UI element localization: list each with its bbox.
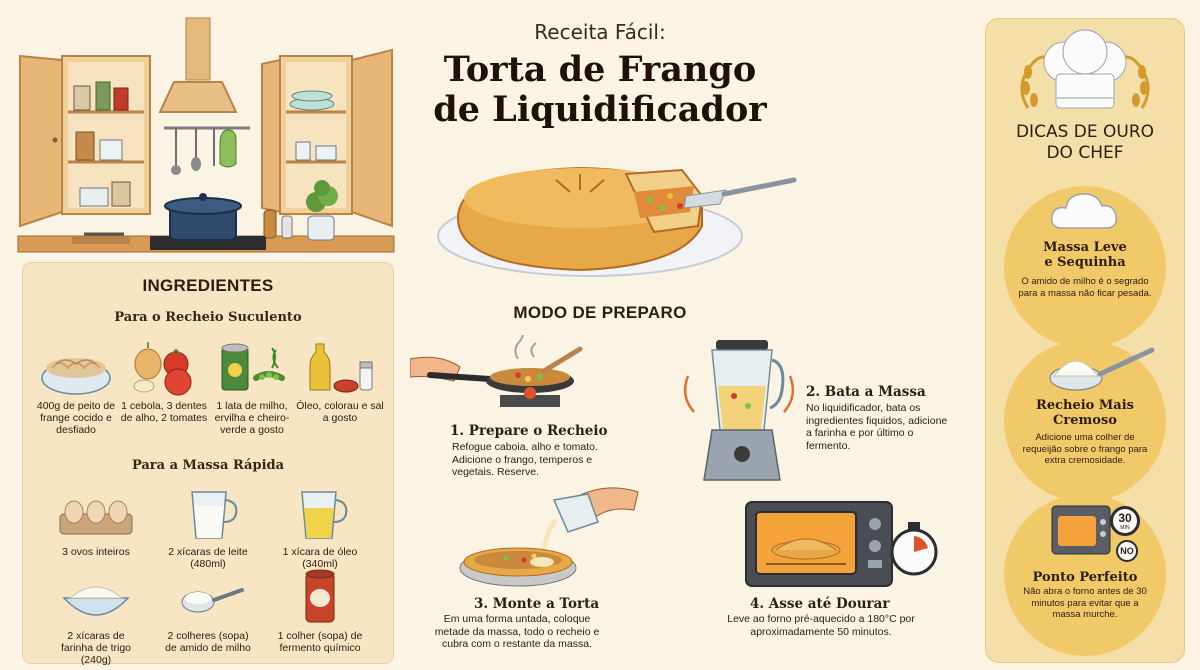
title-line-1: Torta de Frango (443, 49, 757, 90)
oven-timer-icon (745, 501, 938, 587)
ingredients-title: INGREDIENTES (142, 276, 274, 295)
chef-hat-icon (1020, 29, 1150, 109)
step-1-title: 1. Prepare o Recheio (450, 423, 608, 439)
tip-2-desc: Adicione uma colher de requeijão sobre o… (1022, 432, 1148, 466)
page-title: Torta de Frango de Liquidificador (420, 50, 780, 130)
cloud-icon (1050, 193, 1118, 229)
chef-tips-title-line1: DICAS DE OURO (1015, 122, 1155, 142)
onion-tomato-icon (133, 342, 192, 396)
no-badge: NO (1116, 540, 1138, 562)
dough-subtitle: Para a Massa Rápida (131, 458, 285, 473)
filling-item: 1 lata de milho, ervilha e cheiro-verde … (206, 338, 298, 436)
milk-cup-icon (191, 491, 238, 539)
filling-item: 1 cebola, 3 dentes de alho, 2 tomates (118, 338, 210, 424)
tip-3-title: Ponto Perfeito (1000, 570, 1170, 585)
tip-2-title-line2: Cremoso (1053, 413, 1117, 428)
tip-3-title-line1: Ponto Perfeito (1032, 570, 1138, 585)
dough-item: 2 xícaras de leite (480ml) (162, 484, 254, 570)
baking-powder-can-icon (305, 569, 335, 623)
blender-icon (683, 340, 795, 481)
timer-number: 30 (1118, 511, 1132, 525)
dough-item: 1 xícara de óleo (340ml) (274, 484, 366, 570)
step-4-title: 4. Asse até Dourar (750, 596, 890, 612)
dough-item-label: 1 xícara de óleo (340ml) (282, 546, 358, 570)
timer-badge: 30 MIN (1110, 506, 1140, 536)
dough-item: 1 colher (sopa) de fermento químico (274, 568, 366, 654)
chicken-pie-illustration (437, 166, 797, 277)
dough-item-label: 3 ovos inteiros (62, 546, 130, 558)
oil-cup-icon (301, 491, 348, 539)
kitchen-illustration (17, 17, 395, 253)
frying-pan-icon (410, 335, 583, 407)
dough-item: 2 colheres (sopa) de amido de milho (162, 568, 254, 654)
chef-tips-title: DICAS DE OURO DO CHEF (990, 122, 1180, 164)
oven-small-icon (1051, 505, 1111, 555)
step-3-title: 3. Monte a Torta (474, 596, 600, 612)
filling-subtitle: Para o Recheio Suculento (114, 310, 302, 325)
tip-1-title-line2: e Sequinha (1044, 255, 1126, 270)
title-line-2: de Liquidificador (433, 89, 767, 130)
chef-tips-title-line2: DO CHEF (1046, 143, 1124, 163)
filling-item: Óleo, colorau e sal a gosto (294, 338, 386, 424)
filling-item-label: 1 lata de milho, ervilha e cheiro-verde … (214, 400, 290, 436)
step-2-title: 2. Bata a Massa (806, 384, 926, 400)
filling-item: 400g de peito de frange cocido e desfiad… (30, 338, 122, 436)
filling-item-label: 1 cebola, 3 dentes de alho, 2 tomates (120, 400, 208, 424)
timer-unit: MIN (1120, 525, 1130, 531)
dough-item-label: 2 xícaras de leite (480ml) (168, 546, 248, 570)
cream-spoon-icon (1049, 347, 1155, 391)
tip-1-desc: O amido de milho é o segrado para a mass… (1018, 276, 1152, 299)
tip-1-title-line1: Massa Leve (1043, 240, 1127, 255)
dough-item-label: 1 colher (sopa) de fermento químico (277, 630, 363, 654)
tip-3-desc: Não abra o forno antes de 30 minutos par… (1023, 586, 1147, 620)
corn-peas-can-icon (221, 343, 285, 391)
dough-item: 2 xícaras de farinha de trigo (240g) (50, 568, 142, 666)
step-2-desc: No liquidificador, bata os ingredientes … (806, 402, 948, 452)
cornstarch-spoon-icon (181, 588, 244, 613)
flour-bowl-icon (62, 586, 130, 616)
method-title: MODO DE PREPARO (513, 303, 687, 322)
tip-2-title: Recheio Mais Cremoso (1000, 398, 1170, 428)
step-4-desc: Leve ao forno pré-aquecido a 180°C por a… (727, 613, 915, 638)
dough-item-label: 2 colheres (sopa) de amido de milho (165, 630, 251, 654)
filling-item-label: 400g de peito de frange cocido e desfiad… (36, 400, 116, 436)
shredded-chicken-icon (41, 358, 111, 395)
filling-item-label: Óleo, colorau e sal a gosto (296, 400, 384, 424)
tip-2-title-line1: Recheio Mais (1036, 398, 1134, 413)
dough-item: 3 ovos inteiros (50, 484, 142, 558)
tip-1-title: Massa Leve e Sequinha (1000, 240, 1170, 270)
dough-item-label: 2 xícaras de farinha de trigo (240g) (60, 630, 132, 666)
step-1-desc: Refogue caboia, alho e tomato. Adicione … (452, 441, 598, 478)
pouring-batter-icon (459, 487, 639, 587)
eggs-carton-icon (59, 500, 133, 535)
header-pretitle: Receita Fácil: (534, 20, 666, 44)
step-3-desc: Em uma forma untada, coloque metade da m… (434, 613, 600, 650)
oil-spices-icon (309, 343, 373, 393)
